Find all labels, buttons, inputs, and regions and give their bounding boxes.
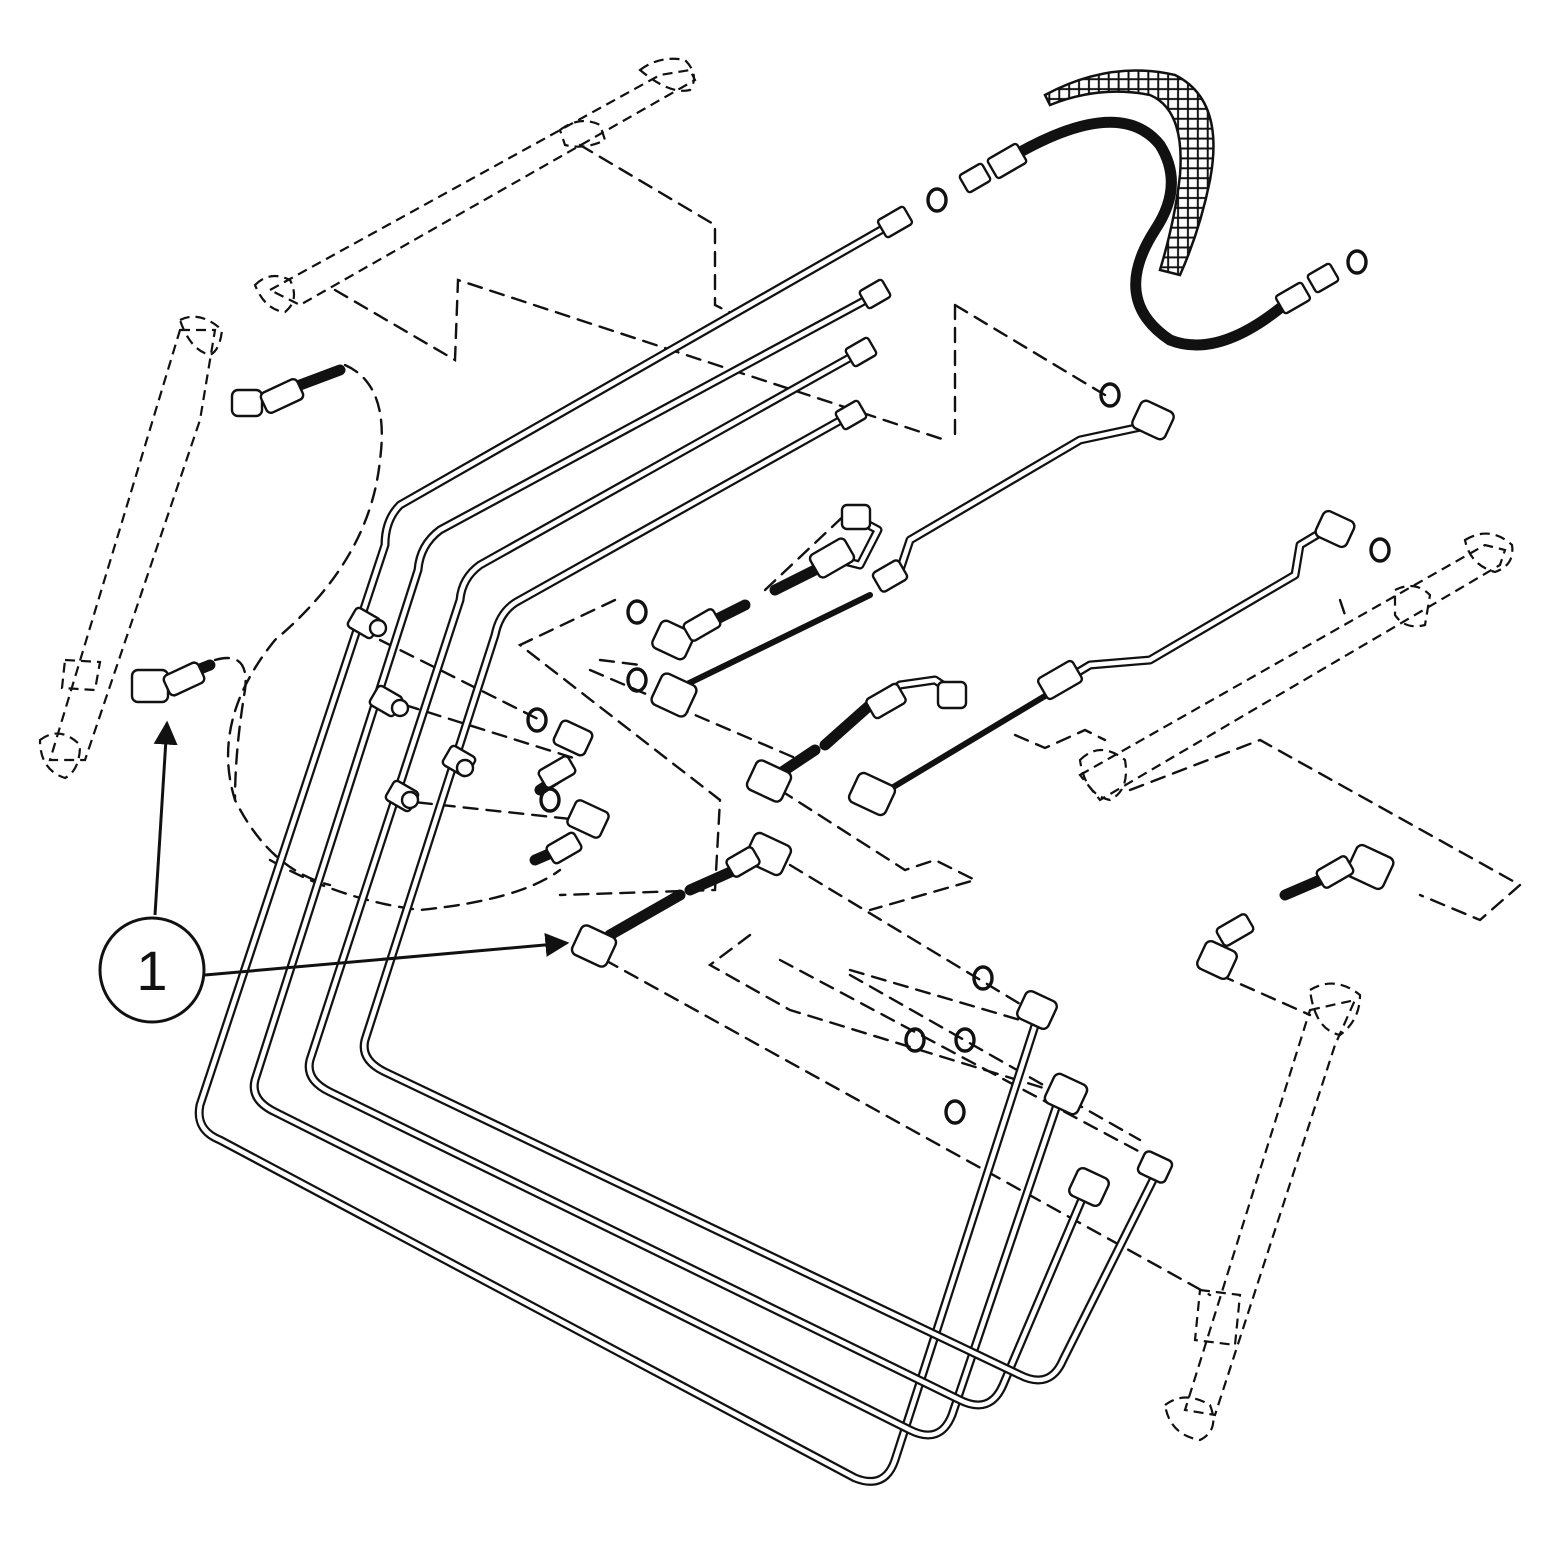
elbow-fitting-icon — [570, 924, 618, 968]
elbow-fitting-icon — [840, 503, 872, 531]
elbow-fitting-icon — [230, 378, 305, 418]
elbow-fitting-icon — [847, 771, 897, 817]
leader-arrow-right — [204, 932, 570, 977]
routing-dashed-lines — [213, 143, 1523, 1297]
elbow-fitting-icon — [1036, 659, 1084, 701]
elbow-fitting-icon — [545, 799, 610, 865]
elbow-fitting-icon — [808, 537, 856, 579]
callout-1: 1 — [98, 720, 570, 1024]
braided-sleeve — [1043, 69, 1215, 277]
cylinder-right-outline — [1078, 532, 1514, 802]
o-ring-icon — [1346, 249, 1368, 275]
elbow-fitting-icon — [745, 759, 793, 803]
o-ring-icon — [904, 1027, 926, 1053]
elbow-fitting-icon — [130, 661, 206, 704]
leader-arrow-up — [153, 720, 178, 916]
elbow-fitting-icon — [1068, 1166, 1110, 1208]
tee-fitting-icon — [441, 744, 477, 778]
o-ring-icon — [944, 1099, 966, 1125]
o-ring-icon — [1099, 382, 1121, 408]
tee-fitting-icon — [384, 779, 420, 813]
callout-number: 1 — [136, 939, 167, 1002]
elbow-fitting-icon — [1136, 1150, 1174, 1184]
o-ring-icon — [526, 707, 548, 733]
o-rings — [526, 187, 1391, 1125]
tube-nut-icon — [834, 399, 868, 431]
tube-nut-icon — [876, 205, 914, 239]
callout-circle — [98, 916, 206, 1024]
cylinder-bottom-right-outline — [1163, 982, 1362, 1442]
hose-nut-icon — [958, 142, 1028, 194]
hose-nut-icon — [1274, 262, 1340, 315]
elbow-fitting-icon — [651, 608, 722, 661]
elbow-fitting-icon — [1314, 509, 1356, 549]
flexible-hoses — [179, 69, 1326, 941]
tube-nut-icon — [844, 336, 878, 368]
elbow-fitting-icon — [1131, 399, 1175, 441]
tube-nut-icon — [858, 278, 892, 310]
elbow-fitting-icon — [871, 559, 909, 593]
o-ring-icon — [626, 667, 648, 693]
elbow-fitting-icon — [865, 680, 968, 720]
cylinder-left-outline — [38, 315, 224, 780]
tee-fitting-icon — [346, 606, 388, 640]
o-ring-icon — [972, 965, 994, 991]
rigid-steel-tubes — [194, 217, 1330, 1486]
elbow-fitting-icon — [1043, 1072, 1089, 1116]
o-ring-icon — [626, 599, 648, 625]
elbow-fitting-icon — [537, 719, 594, 789]
fittings — [130, 142, 1395, 1208]
elbow-fitting-icon — [725, 831, 793, 878]
o-ring-icon — [1369, 537, 1391, 563]
cylinder-top-outline — [253, 57, 697, 314]
elbow-fitting-icon — [1016, 989, 1058, 1031]
o-ring-icon — [539, 787, 561, 813]
elbow-fitting-icon — [1315, 843, 1395, 891]
o-ring-icon — [954, 1027, 976, 1053]
tee-fitting-icon — [368, 684, 410, 718]
elbow-fitting-icon — [650, 672, 698, 718]
o-ring-icon — [926, 187, 948, 213]
elbow-fitting-icon — [1196, 913, 1255, 981]
